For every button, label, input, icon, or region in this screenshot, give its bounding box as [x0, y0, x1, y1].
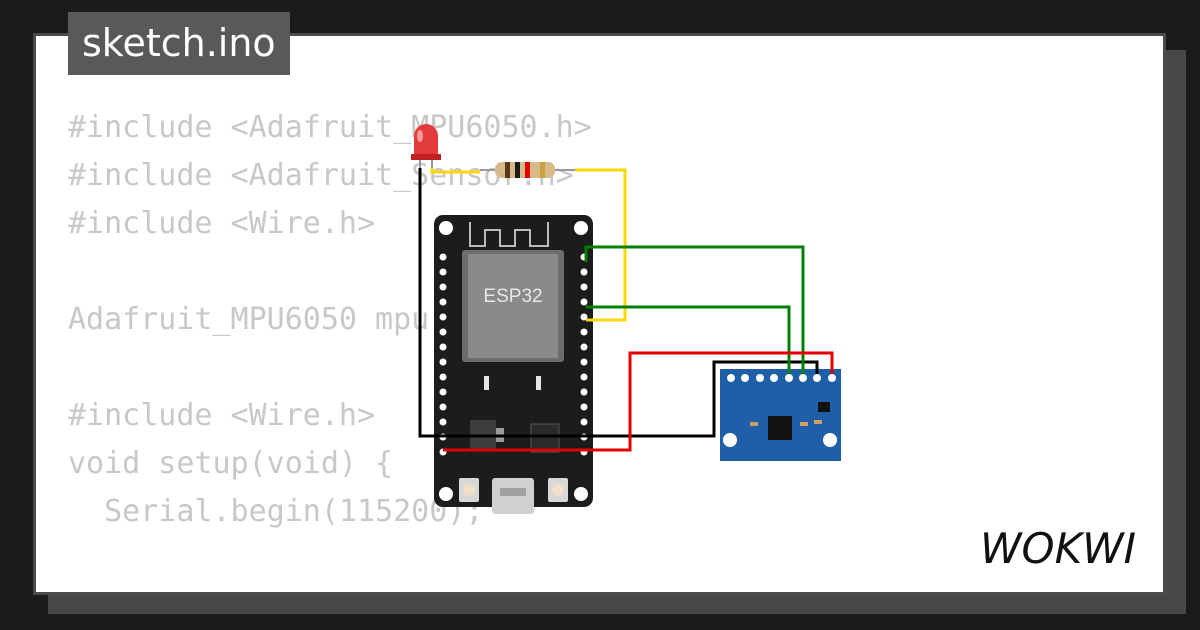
red-led[interactable] — [411, 124, 441, 170]
mpu6050-module[interactable] — [720, 369, 841, 461]
wire-vcc — [443, 351, 834, 452]
esp32-devkit-board[interactable]: ESP32 — [434, 215, 593, 514]
code-line: #include <Wire.h> — [68, 398, 376, 433]
resistor[interactable] — [480, 162, 575, 178]
wire-scl — [584, 245, 805, 374]
wire-led-resistor — [430, 168, 480, 174]
wire-led-gnd — [418, 168, 819, 438]
esp32-chip-label: ESP32 — [483, 286, 542, 307]
wokwi-logo-text: WOKWI — [980, 524, 1136, 573]
code-line: Serial.begin(115200); — [68, 494, 484, 529]
code-line: #include <Adafruit_MPU6050.h> — [68, 110, 592, 145]
file-tab-sketch[interactable]: sketch.ino — [68, 12, 290, 75]
code-line: while (!mpu.begin()) { — [68, 584, 592, 592]
code-line: void setup(void) { — [68, 446, 394, 481]
wokwi-logo[interactable]: WOKWI — [980, 523, 1150, 578]
wire-sda — [586, 305, 791, 374]
code-line: #include <Wire.h> — [68, 206, 376, 241]
wire-resistor-gpio — [575, 168, 627, 322]
code-background: #include <Adafruit_MPU6050.h>#include <A… — [68, 104, 592, 592]
preview-card: #include <Adafruit_MPU6050.h>#include <A… — [33, 33, 1166, 595]
